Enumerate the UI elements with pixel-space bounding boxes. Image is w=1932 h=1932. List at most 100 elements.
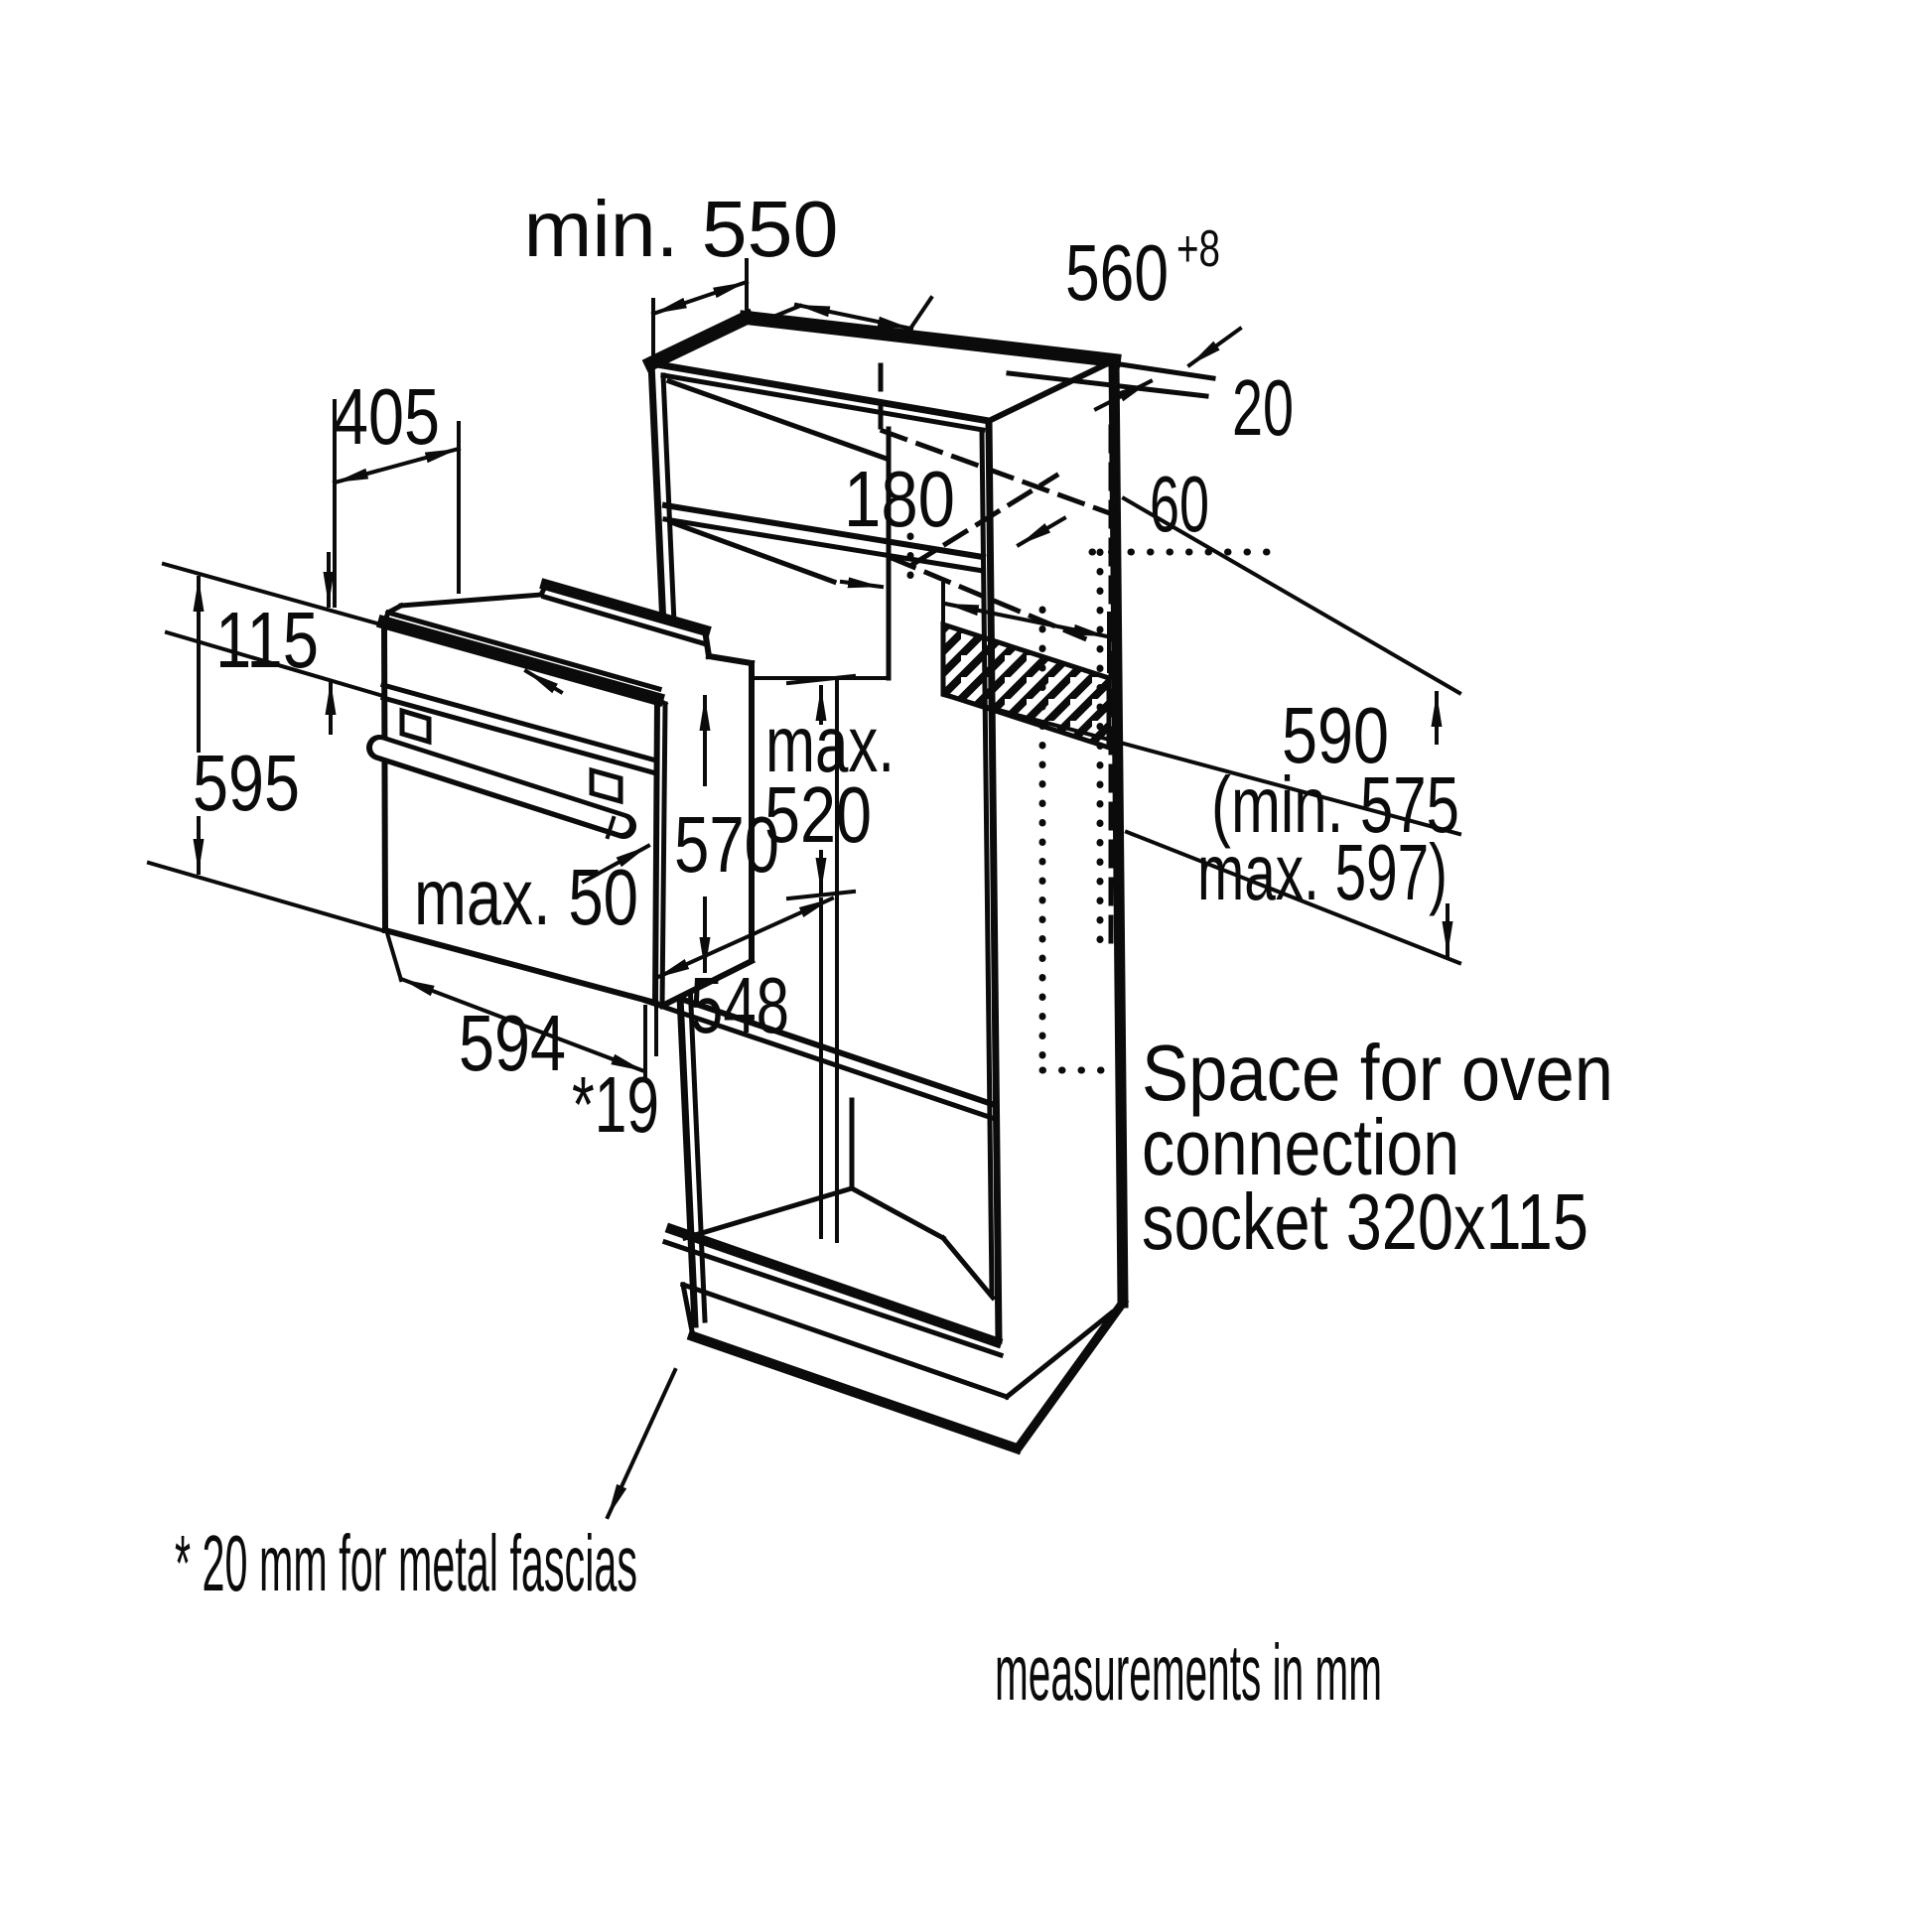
- side-panel-right-edge: [1108, 354, 1129, 1309]
- base-right-bevel: [1011, 1296, 1130, 1455]
- dim-label: 560: [1065, 228, 1169, 317]
- dim-oven-front-height: 595: [146, 576, 388, 934]
- arrow-upper: [523, 668, 564, 695]
- oven-fascia-line-upper: [379, 681, 660, 764]
- arrow: [839, 577, 885, 590]
- dim-label: 115: [215, 596, 319, 684]
- dim-label: min. 550: [524, 185, 839, 273]
- leader-middle: [940, 692, 1462, 837]
- dim-line: [398, 976, 647, 1074]
- ext-tick: [907, 295, 934, 332]
- ref-line-top: [161, 561, 387, 628]
- top-right-edge: [984, 355, 1119, 426]
- plinth-bottom-edge: [686, 1329, 1024, 1455]
- socket-dim-line: [942, 601, 1110, 639]
- dim-label-line3: max. 597): [1197, 828, 1448, 916]
- connection-socket-box: [940, 582, 1112, 752]
- dim-niche-width: 560 +8: [770, 220, 1220, 332]
- ref-line-bottom: [146, 860, 388, 934]
- bottom-front-edge: [664, 1222, 1004, 1349]
- dim-niche-height: 590 (min. 575 max. 597): [1197, 691, 1459, 916]
- dim-label-line1: 590: [1282, 691, 1389, 779]
- dim-label-line2: (min. 575: [1211, 760, 1459, 849]
- ext-tick: [770, 303, 803, 320]
- dim-label: *19: [572, 1060, 659, 1149]
- dim-label: 180: [844, 455, 955, 543]
- dim-label-tolerance: +8: [1176, 220, 1220, 278]
- ext-line: [384, 930, 404, 983]
- oven-drawing: [366, 578, 757, 1011]
- dim-max-depth: max. 520: [764, 673, 895, 901]
- dim-label: 548: [690, 961, 789, 1049]
- wall-line-upper: [1018, 346, 1216, 381]
- dim-label: 405: [333, 372, 440, 461]
- top-front-edge: [646, 358, 994, 426]
- tick-upper: [785, 673, 857, 686]
- dim-body-depth: 548: [653, 896, 835, 1049]
- plinth-left-edge: [680, 1282, 696, 1339]
- annotations: Space for oven connection socket 320x115…: [175, 1029, 1613, 1717]
- dim-label: 595: [193, 739, 300, 827]
- dim-label-line1: max.: [765, 700, 895, 788]
- dim-fascia-protrusion: max. 50: [414, 668, 651, 941]
- socket-note-line3: socket 320x115: [1142, 1177, 1588, 1266]
- oven-door-top-edge: [375, 614, 666, 708]
- socket-note-line2: connection: [1142, 1103, 1459, 1191]
- arrow-upper: [1186, 326, 1243, 368]
- dim-fascia-height: 115: [161, 552, 387, 735]
- handle-standoff-right: [589, 766, 623, 805]
- front-right-edge-outer: [985, 417, 1003, 1344]
- dim-line: [653, 896, 835, 981]
- socket-hatched-area: [940, 621, 1112, 752]
- footnote-leader-arrow: [605, 1367, 678, 1520]
- handle-end-detail: [605, 815, 617, 840]
- oven-top-front-inner: [384, 609, 663, 693]
- tick-lower: [785, 889, 857, 901]
- dim-line: [650, 279, 750, 317]
- oven-rear-block-front: [540, 593, 707, 647]
- bottom-front-lower-edge: [661, 1238, 1005, 1359]
- base-right-inner-bevel: [1003, 1309, 1116, 1401]
- oven-rear-block-right: [701, 626, 713, 660]
- oven-fascia-line-lower: [379, 694, 660, 777]
- lower-floor-left-junction: [681, 1184, 856, 1242]
- oven-body-top-right: [705, 652, 756, 667]
- niche-height-leaders: [940, 495, 1462, 966]
- dim-service-gap: 60: [1016, 460, 1209, 548]
- dim-shelf-spacing: 180: [839, 455, 955, 590]
- arrow-lower: [581, 843, 651, 885]
- dimensions: min. 550 560 +8 20 60 180: [146, 185, 1459, 1520]
- units-note: measurements in mm: [995, 1628, 1382, 1717]
- dim-top-recess-depth: 405: [332, 372, 462, 608]
- footnote-text: * 20 mm for metal fascias: [175, 1519, 637, 1607]
- oven-door-side-edge: [659, 701, 668, 1009]
- top-left-edge: [641, 308, 757, 373]
- front-right-edge-inner: [979, 428, 995, 1296]
- dim-label: max. 50: [414, 853, 638, 941]
- dim-label: 570: [674, 800, 779, 889]
- leader-bottom: [1124, 829, 1462, 966]
- plinth-top-edge: [679, 1281, 1011, 1401]
- ref-line-bottom: [164, 629, 386, 699]
- niche-floor-lower-edge: [641, 997, 996, 1122]
- dim-fascia-strip: *19: [572, 1005, 659, 1149]
- niche-floor-edge: [641, 983, 996, 1108]
- wall-line-lower: [1006, 370, 1209, 399]
- dim-niche-depth: min. 550: [524, 185, 839, 359]
- oven-door-right-edge: [651, 695, 661, 1007]
- lower-floor-back-edge: [848, 1184, 947, 1242]
- socket-note-line1: Space for oven: [1142, 1029, 1613, 1117]
- arrow: [1016, 515, 1067, 548]
- dim-rear-gap: 20: [1006, 326, 1294, 452]
- dim-oven-width: 594: [384, 930, 647, 1087]
- arrow-lower: [1093, 378, 1154, 412]
- oven-door-left-edge: [380, 619, 389, 934]
- dim-label: 594: [459, 999, 566, 1087]
- top-front-inner-edge: [660, 372, 986, 433]
- leader-top: [1121, 495, 1462, 696]
- dim-label: 20: [1232, 363, 1294, 452]
- niche-ceiling-junction: [665, 377, 891, 463]
- oven-rear-block-top: [539, 578, 712, 637]
